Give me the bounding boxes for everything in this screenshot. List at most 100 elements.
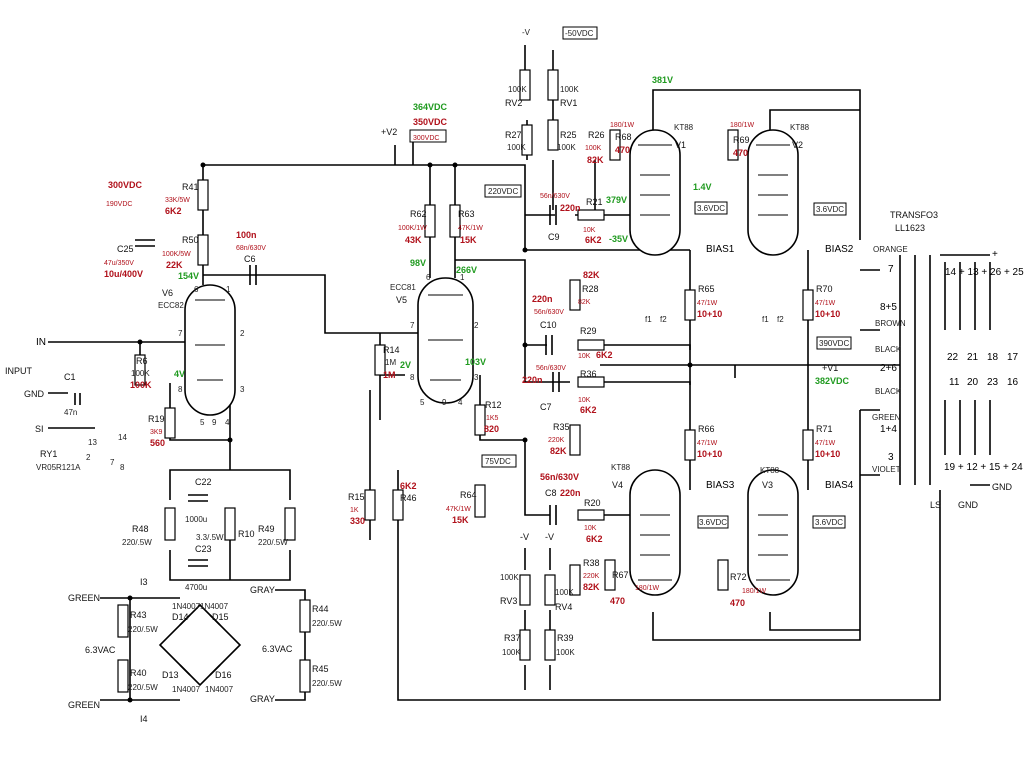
label-c22: C22 [195, 477, 212, 487]
label-minus-v-b: -V [545, 532, 554, 542]
label-r41-new: 6K2 [165, 206, 182, 216]
label-r69-new: 470 [733, 148, 748, 158]
label-c8-old: 56n/630V [540, 472, 579, 482]
label-gray1: GRAY [250, 585, 275, 595]
label-bias4: BIAS4 [825, 480, 854, 491]
label-gnd-out: GND [992, 482, 1013, 492]
label-bias1: BIAS1 [706, 244, 735, 255]
label-r41-old: 33K/5W [165, 197, 190, 204]
label-r48: R48 [132, 524, 149, 534]
label-r41: R41 [182, 182, 199, 192]
label-r67-old: 180/1W [635, 585, 660, 592]
label-diode-a: 1N4007 [172, 602, 201, 611]
pin-2-ry1: 2 [86, 453, 91, 462]
label-r71-new: 10+10 [815, 449, 840, 459]
label-r38: R38 [583, 558, 600, 568]
tube-v1 [629, 129, 681, 256]
label-v1: V1 [675, 140, 686, 150]
label-r19: R19 [148, 414, 165, 424]
tube-v2 [747, 129, 799, 256]
label-r72-old: 180/1W [742, 588, 767, 595]
label-in: IN [36, 337, 46, 348]
label-r62-new: 43K [405, 235, 422, 245]
label-p3: 3 [888, 452, 894, 463]
label-r12: R12 [485, 400, 502, 410]
label-kt88-v1: KT88 [674, 123, 694, 132]
label-r25: R25 [560, 130, 577, 140]
label-r64-new: 15K [452, 515, 469, 525]
label-sec-a2: 21 [967, 352, 979, 363]
label-r27: R27 [505, 130, 522, 140]
tube-v6 [184, 284, 236, 416]
label-plus-v1: +V1 [822, 363, 838, 373]
label-black1: BLACK [875, 345, 902, 354]
label-minus-v-a: -V [520, 532, 529, 542]
label-r45-val: 220/.5W [312, 679, 342, 688]
pin-7-v5: 7 [410, 321, 415, 330]
label-r26-new: 82K [587, 155, 604, 165]
label-r69: R69 [733, 135, 750, 145]
label-c9-old: 56n/630V [540, 193, 570, 200]
label-kt88-v3: KT88 [760, 466, 780, 475]
label-f2-v1: f2 [660, 315, 667, 324]
pin-4-v5: 4 [458, 398, 463, 407]
label-c25: C25 [117, 244, 134, 254]
label-green2: GREEN [68, 700, 100, 710]
label-bias3: BIAS3 [706, 480, 735, 491]
pin-2-v5: 2 [474, 321, 479, 330]
label-r36: R36 [580, 369, 597, 379]
label-r12-old: 1K5 [486, 415, 499, 422]
output-transformer [899, 254, 991, 486]
label-c7-old: 56n/630V [536, 365, 566, 372]
label-r49: R49 [258, 524, 275, 534]
label-v-35: -35V [609, 234, 628, 244]
label-ll1623: LL1623 [895, 223, 925, 233]
label-rv2: RV2 [505, 98, 522, 108]
label-r43: R43 [130, 610, 147, 620]
label-rv2-val: 100K [508, 85, 527, 94]
label-r65-new: 10+10 [697, 309, 722, 319]
label-c23-val: 4700u [185, 583, 207, 592]
label-r65-old: 47/1W [697, 300, 718, 307]
label-v364: 364VDC [413, 102, 448, 112]
label-r67: R67 [612, 570, 629, 580]
label-r72: R72 [730, 572, 747, 582]
label-minus: - [995, 479, 998, 490]
label-v4t: V4 [612, 480, 623, 490]
voltage-tags [409, 26, 852, 529]
label-r65: R65 [698, 284, 715, 294]
label-v154: 154V [178, 271, 199, 281]
label-v36a: 3.6VDC [697, 204, 725, 213]
label-r50-new: 22K [166, 260, 183, 270]
label-r28-old: 82K [578, 299, 591, 306]
label-r64-old: 47K/1W [446, 506, 471, 513]
label-p14: 1+4 [880, 424, 897, 435]
label-c8: C8 [545, 488, 557, 498]
label-gray2: GRAY [250, 694, 275, 704]
label-v98: 98V [410, 258, 426, 268]
label-f2-v2: f2 [777, 315, 784, 324]
label-orange: ORANGE [873, 245, 908, 254]
label-r10: R10 [238, 529, 255, 539]
label-f1-v2: f1 [762, 315, 769, 324]
label-vac63a: 6.3VAC [85, 645, 116, 655]
junction-dots [127, 162, 693, 703]
label-r25-val: 100K [557, 143, 576, 152]
label-r50: R50 [182, 235, 199, 245]
label-r20-old: 10K [584, 525, 597, 532]
label-sec-b2: 20 [967, 377, 979, 388]
label-sec-b4: 16 [1007, 377, 1019, 388]
label-r39-val: 100K [556, 648, 575, 657]
label-r48-val: 220/.5W [122, 538, 152, 547]
label-r35-new: 82K [550, 446, 567, 456]
pin-8-ry1: 8 [120, 463, 125, 472]
label-v36c: 3.6VDC [699, 518, 727, 527]
label-sec-a3: 18 [987, 352, 999, 363]
label-r6-new: 100K [130, 380, 152, 390]
label-d16: D16 [215, 670, 232, 680]
label-r12-new: 820 [484, 424, 499, 434]
label-c10-new: 220n [532, 294, 553, 304]
label-v103: 103V [465, 357, 486, 367]
label-c9: C9 [548, 232, 560, 242]
label-v36b: 3.6VDC [816, 205, 844, 214]
